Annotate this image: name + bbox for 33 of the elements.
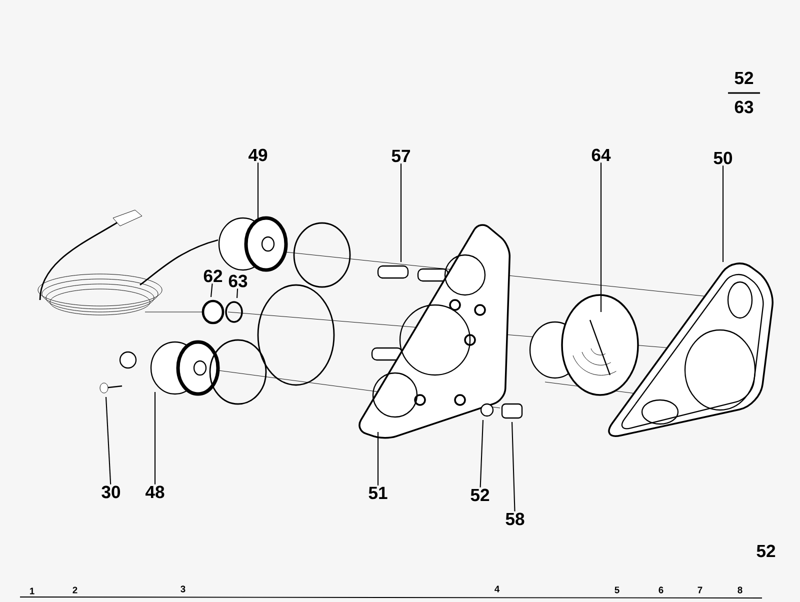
callout-number: 63 (228, 274, 248, 288)
leader-line (105, 396, 112, 484)
column-number: 6 (658, 586, 664, 594)
leader-line (210, 284, 213, 298)
callout-number: 58 (506, 512, 524, 526)
callout-number: 30 (102, 486, 120, 498)
callout-number: 51 (368, 486, 388, 500)
leader-line (154, 392, 156, 484)
column-number: 1 (30, 588, 34, 594)
page-number: 52 (756, 544, 776, 558)
callout-number: 62 (204, 270, 222, 282)
callout-number: 64 (592, 148, 611, 162)
column-number: 4 (494, 586, 500, 592)
callout-number: 49 (248, 148, 268, 162)
column-number: 5 (614, 586, 620, 594)
leader-line (480, 420, 484, 488)
callout-number: 57 (392, 150, 410, 162)
leader-line (400, 164, 402, 262)
leader-line (600, 162, 602, 312)
leader-line (257, 162, 259, 222)
callout-number: 52 (470, 488, 490, 502)
column-number: 7 (698, 586, 702, 594)
callout-number: 48 (146, 486, 164, 498)
leader-line (722, 166, 724, 262)
column-number: 3 (180, 586, 186, 592)
leader-line (377, 432, 379, 486)
leader-line (511, 422, 516, 512)
leader-line (236, 288, 238, 298)
callout-number: 50 (714, 152, 732, 164)
page-number: 63 (734, 100, 754, 114)
column-number: 2 (72, 586, 78, 594)
page-number: 52 (734, 72, 754, 84)
column-number: 8 (738, 586, 742, 594)
